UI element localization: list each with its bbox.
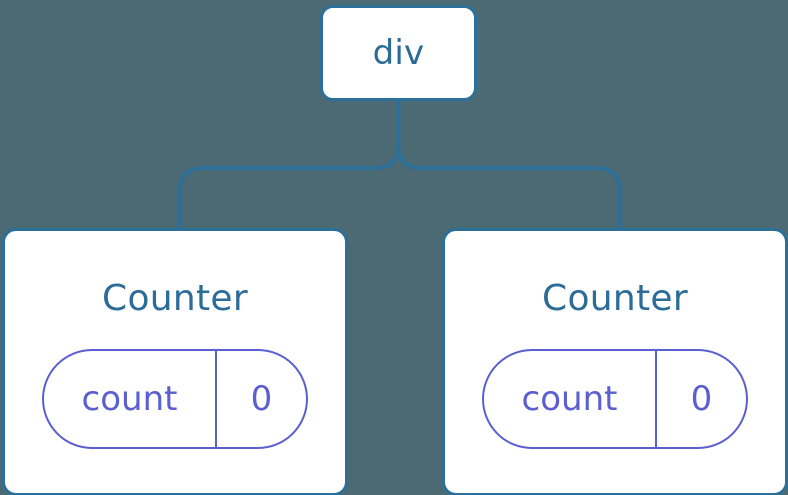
connector-root-stem-right — [396, 143, 598, 170]
state-pill-left[interactable]: count 0 — [42, 349, 308, 449]
connector-edge-right — [594, 166, 622, 231]
node-counter-right-label: Counter — [542, 278, 688, 319]
connector-root-stem — [202, 99, 401, 170]
node-counter-right[interactable]: Counter count 0 — [442, 228, 788, 495]
node-div[interactable]: div — [320, 5, 477, 101]
state-value-right: 0 — [690, 379, 713, 419]
connector-edge-left — [178, 166, 206, 231]
node-counter-left-label: Counter — [102, 278, 248, 319]
state-key-left: count — [44, 351, 217, 447]
state-key-right: count — [484, 351, 657, 447]
state-pill-right[interactable]: count 0 — [482, 349, 748, 449]
node-counter-left[interactable]: Counter count 0 — [2, 228, 348, 495]
state-value-left: 0 — [250, 379, 273, 419]
node-div-label: div — [372, 33, 425, 73]
